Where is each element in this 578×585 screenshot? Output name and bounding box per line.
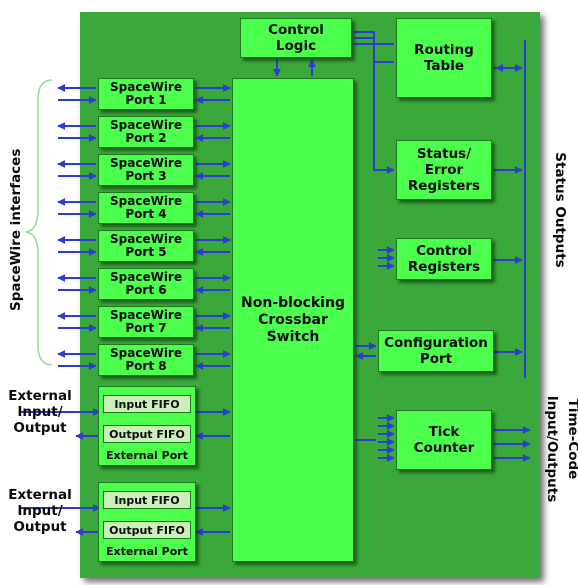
spacewire-brace [25, 79, 53, 366]
port-label: SpaceWire Port 2 [110, 118, 182, 145]
port-label: SpaceWire Port 4 [110, 194, 182, 221]
spacewire-interfaces-label: SpaceWire interfaces [8, 148, 24, 311]
spacewire-port-3: SpaceWire Port 3 [98, 154, 194, 186]
routing-table-block: Routing Table [396, 18, 492, 98]
time-code-label: Time-Code [565, 398, 578, 480]
output-fifo: Output FIFO [103, 425, 191, 443]
control-logic-block: Control Logic [240, 18, 352, 58]
external-port-label: External Port [106, 449, 188, 462]
control-registers-label: Control Registers [407, 243, 481, 275]
spacewire-port-6: SpaceWire Port 6 [98, 268, 194, 300]
tick-counter-block: Tick Counter [396, 410, 492, 470]
port-label: SpaceWire Port 8 [110, 346, 182, 373]
port-label: SpaceWire Port 1 [110, 80, 182, 107]
external-port-label: External Port [106, 545, 188, 558]
configuration-port-label: Configuration Port [384, 335, 488, 367]
spacewire-port-1: SpaceWire Port 1 [98, 78, 194, 110]
control-to-status-arrow [354, 37, 395, 174]
external-io-label-1: External Input/ Output [8, 388, 72, 436]
spacewire-port-2: SpaceWire Port 2 [98, 116, 194, 148]
external-port-2: Input FIFO Output FIFO External Port [98, 482, 196, 562]
port-label: SpaceWire Port 5 [110, 232, 182, 259]
time-code-io-label: Input/Outputs [544, 395, 560, 503]
status-error-registers-block: Status/ Error Registers [396, 140, 492, 200]
input-fifo: Input FIFO [103, 395, 191, 413]
control-registers-block: Control Registers [396, 238, 492, 280]
input-fifo: Input FIFO [103, 491, 191, 509]
port-label: SpaceWire Port 7 [110, 308, 182, 335]
spacewire-port-8: SpaceWire Port 8 [98, 344, 194, 376]
control-logic-label: Control Logic [268, 22, 324, 54]
port-label: SpaceWire Port 6 [110, 270, 182, 297]
spacewire-port-7: SpaceWire Port 7 [98, 306, 194, 338]
port-label: SpaceWire Port 3 [110, 156, 182, 183]
input-fifo-label: Input FIFO [114, 397, 180, 411]
tick-counter-label: Tick Counter [413, 424, 475, 456]
crossbar-label: Non-blocking Crossbar Switch [241, 294, 345, 345]
external-port-1: Input FIFO Output FIFO External Port [98, 386, 196, 466]
spacewire-port-4: SpaceWire Port 4 [98, 192, 194, 224]
spacewire-port-5: SpaceWire Port 5 [98, 230, 194, 262]
status-outputs-label: Status Outputs [552, 152, 568, 268]
output-fifo-label: Output FIFO [109, 427, 185, 441]
external-io-label-2: External Input/ Output [8, 487, 72, 535]
status-error-label: Status/ Error Registers [407, 146, 481, 194]
output-fifo: Output FIFO [103, 521, 191, 539]
crossbar-switch-block: Non-blocking Crossbar Switch [232, 78, 354, 562]
input-fifo-label: Input FIFO [114, 493, 180, 507]
configuration-port-block: Configuration Port [378, 330, 494, 372]
output-fifo-label: Output FIFO [109, 523, 185, 537]
routing-table-label: Routing Table [414, 42, 474, 74]
